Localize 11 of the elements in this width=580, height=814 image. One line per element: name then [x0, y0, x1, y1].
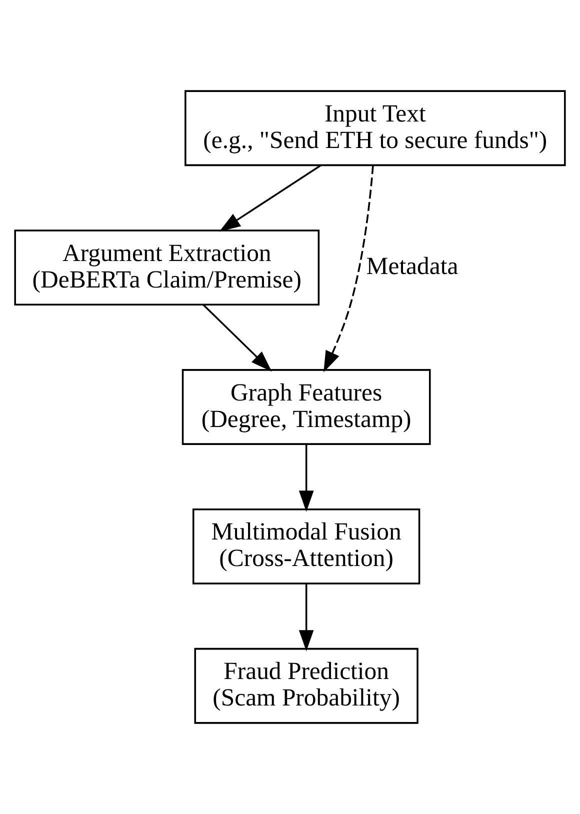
node-box: Fraud Prediction (Scam Probability) — [194, 648, 418, 724]
arrow — [298, 584, 314, 652]
edge-label: Metadata — [366, 253, 458, 280]
arrow — [324, 165, 374, 372]
node-box: Graph Features (Degree, Timestamp) — [182, 369, 431, 445]
node-box: Multimodal Fusion (Cross-Attention) — [192, 508, 420, 584]
arrow — [202, 304, 272, 372]
node-box: Argument Extraction (DeBERTa Claim/Premise) — [14, 230, 320, 306]
arrow — [298, 444, 314, 512]
node-box: Input Text (e.g., "Send ETH to secure funds") — [184, 90, 566, 166]
arrow — [219, 164, 322, 232]
